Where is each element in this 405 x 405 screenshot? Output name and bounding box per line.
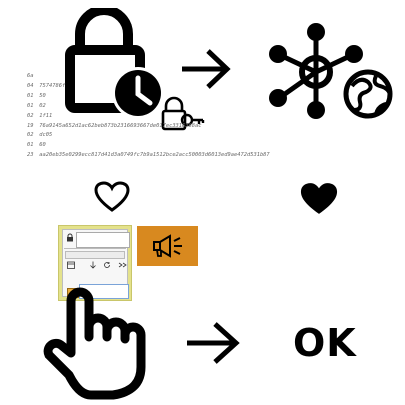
heart-outline-icon <box>94 181 130 212</box>
mini-forward-icon <box>118 262 127 268</box>
hex-dump-tag: 02 <box>27 112 34 119</box>
hex-dump-tag: 01 <box>27 92 34 99</box>
mini-window-screenshot <box>58 225 132 301</box>
mini-body-text <box>79 274 127 284</box>
arrow-right-icon <box>182 49 231 89</box>
mini-address-text <box>76 232 130 248</box>
network-globe-icon <box>269 23 393 119</box>
small-lock-key-icon <box>161 96 205 131</box>
hex-dump-row: 04 7574786f <box>27 82 287 92</box>
hex-dump-tag: 04 <box>27 82 34 89</box>
hex-dump-value: 7574786f <box>39 82 66 89</box>
mini-toolbar <box>65 261 127 270</box>
mini-button-row <box>65 251 125 259</box>
mini-refresh-icon <box>104 262 110 268</box>
hex-dump-row: 02 1f11 <box>27 112 287 122</box>
hex-dump-row: 01 50 <box>27 92 287 102</box>
hex-dump-tag: 01 <box>27 142 34 149</box>
hex-dump-row: 01 60 <box>27 141 287 151</box>
ok-label: OK <box>293 321 357 365</box>
megaphone-icon <box>153 234 182 258</box>
hex-dump-value: 76a9145a652d1ac62beb873b2316693667de017e… <box>39 122 202 129</box>
mini-calendar-icon <box>67 261 75 269</box>
lock-clock-icon <box>65 8 164 118</box>
hex-dump-row: 02 dc05 <box>27 131 287 141</box>
hex-dump-tag: 23 <box>27 152 34 159</box>
arrow-right-icon <box>187 322 240 364</box>
mini-down-arrow-icon <box>90 261 96 269</box>
hex-dump-row: 19 76a9145a652d1ac62beb873b2316693667de0… <box>27 122 287 132</box>
hex-dump-row: 23 aa20eb35e0299ecc817d41d3a0749fc7b9a15… <box>27 151 287 161</box>
hex-dump-value: 50 <box>39 92 46 99</box>
hex-dump-tag: 01 <box>27 102 34 109</box>
hex-dump-tag: 02 <box>27 132 34 139</box>
hand-pointer-icon <box>43 287 146 400</box>
hex-dump-tag: 6a <box>27 73 34 79</box>
hex-dump-value: aa20eb35e0299ecc817d41d3a0749fc7b9a1512b… <box>39 152 270 159</box>
mini-divider <box>64 248 126 249</box>
hex-dump-row: 01 02 <box>27 102 287 112</box>
hex-dump-value: 02 <box>39 102 46 109</box>
hex-dump-value: 60 <box>39 142 46 149</box>
hex-dump-tag: 19 <box>27 122 34 129</box>
hex-dump-value: dc05 <box>39 132 53 139</box>
hex-dump-row: 6a <box>27 72 287 82</box>
heart-filled-icon <box>300 183 338 214</box>
megaphone-panel <box>137 226 198 266</box>
hex-dump-value: 1f11 <box>39 112 53 119</box>
mini-lock-icon <box>67 233 73 242</box>
